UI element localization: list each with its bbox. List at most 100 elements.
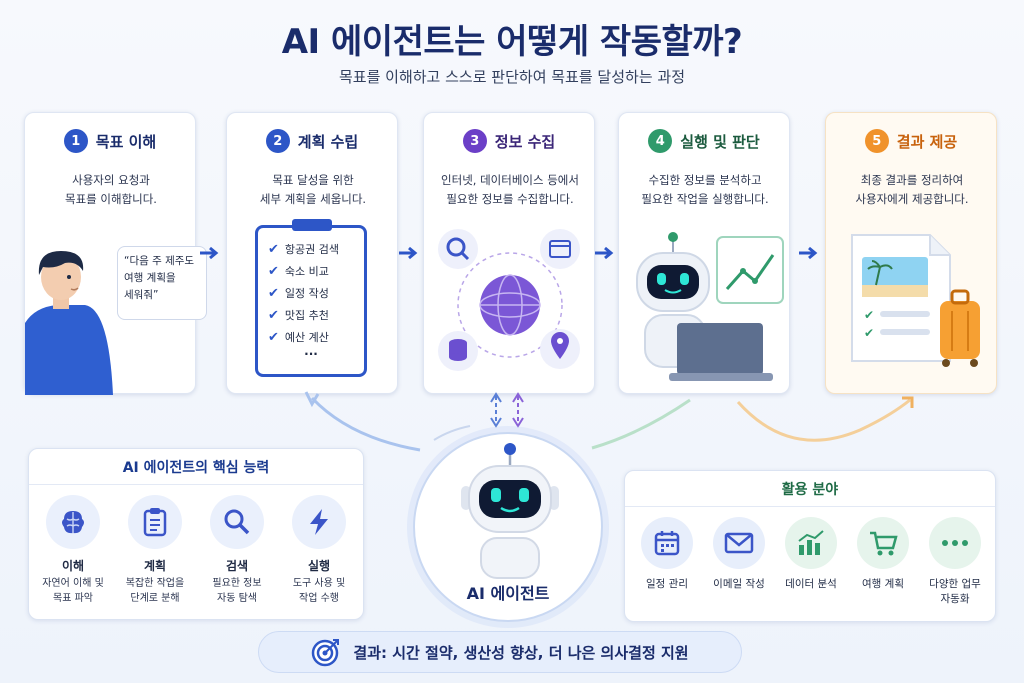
capability-desc-line: 도구 사용 및 <box>292 578 346 589</box>
check-icon: ✔ <box>268 307 279 323</box>
step-header-1: 1 목표 이해 <box>25 129 195 153</box>
speech-line3: 세워줘” <box>124 289 159 301</box>
step-desc-2-line2: 세부 계획을 세웁니다. <box>259 192 367 206</box>
use-case-email: 이메일 작성 <box>705 517 773 592</box>
arrow-right-icon <box>799 246 818 260</box>
checklist-item-label: 맛집 추천 <box>284 309 329 322</box>
use-case-label-line: 자동화 <box>940 593 970 605</box>
capability-desc-line: 복잡한 작업을 <box>125 578 185 589</box>
use-case-label-line: 여행 계획 <box>862 578 904 590</box>
step-desc-3-line2: 필요한 정보를 수집합니다. <box>446 192 574 206</box>
result-bar: 결과: 시간 절약, 생산성 향상, 더 나은 의사결정 지원 <box>258 631 742 673</box>
step-desc-5: 최종 결과를 정리하여 사용자에게 제공합니다. <box>832 171 992 209</box>
clipboard-icon <box>128 495 182 549</box>
check-icon: ✔ <box>268 241 279 257</box>
speech-line2: 여행 계획을 <box>124 272 176 284</box>
capability-desc-line: 단계로 분해 <box>130 593 180 604</box>
lightning-icon <box>292 495 346 549</box>
step-desc-5-line1: 최종 결과를 정리하여 <box>860 173 964 187</box>
step-number-1: 1 <box>63 129 88 153</box>
checklist-item-label: 항공권 검색 <box>284 243 340 256</box>
svg-text:✔: ✔ <box>864 308 874 322</box>
checklist-item-label: 숙소 비교 <box>284 265 329 278</box>
user-person-icon <box>25 251 113 395</box>
capability-desc-line: 필요한 정보 <box>212 578 262 589</box>
arrow-right-icon <box>595 246 614 260</box>
brain-icon <box>46 495 100 549</box>
search-icon <box>210 495 264 549</box>
step-desc-1-line2: 목표를 이해합니다. <box>65 192 157 206</box>
ai-agent-label: AI 에이전트 <box>466 584 550 603</box>
step-card-3: 3 정보 수집 인터넷, 데이터베이스 등에서 필요한 정보를 수집합니다. <box>423 112 595 394</box>
step-title-4: 실행 및 판단 <box>680 132 760 151</box>
step-card-4: 4 실행 및 판단 수집한 정보를 분석하고 필요한 작업을 실행합니다. <box>618 112 790 394</box>
result-text: 결과: 시간 절약, 생산성 향상, 더 나은 의사결정 지원 <box>353 643 689 662</box>
step-title-3: 정보 수집 <box>494 132 556 151</box>
checklist-item: ✔예산 계산 <box>258 326 364 348</box>
capability-desc-line: 자동 탐색 <box>217 593 257 604</box>
robot-laptop-illustration <box>636 232 784 381</box>
use-cases-title: 활용 분야 <box>625 471 995 507</box>
step-desc-3-line1: 인터넷, 데이터베이스 등에서 <box>441 173 579 187</box>
arrow-right-icon <box>399 246 418 260</box>
step-desc-3: 인터넷, 데이터베이스 등에서 필요한 정보를 수집합니다. <box>430 171 590 209</box>
mail-icon <box>713 517 765 569</box>
speech-line1: “다음 주 제주도 <box>124 255 195 267</box>
target-icon <box>312 639 340 667</box>
step-desc-4-line2: 필요한 작업을 실행합니다. <box>641 192 769 206</box>
checklist-item: ✔일정 작성 <box>258 282 364 304</box>
svg-text:✔: ✔ <box>864 326 874 340</box>
step-desc-2: 목표 달성을 위한 세부 계획을 세웁니다. <box>233 171 393 209</box>
result-document-illustration: ✔ ✔ <box>851 234 980 367</box>
step-title-2: 계획 수립 <box>297 132 359 151</box>
use-case-travel: 여행 계획 <box>849 517 917 592</box>
step-number-5: 5 <box>864 129 889 153</box>
step-card-2: 2 계획 수립 목표 달성을 위한 세부 계획을 세웁니다. ✔ 항공권 검색 ✔… <box>226 112 398 394</box>
use-case-label: 여행 계획 <box>849 577 917 592</box>
use-case-label-line: 다양한 업무 <box>929 578 981 590</box>
step-desc-5-line2: 사용자에게 제공합니다. <box>855 192 969 206</box>
checklist-item: ✔ 숙소 비교 <box>258 260 364 282</box>
use-case-label-line: 데이터 분석 <box>785 578 837 590</box>
checklist-item: ✔ 항공권 검색 <box>258 238 364 260</box>
ai-agent-circle: AI 에이전트 <box>413 432 603 622</box>
info-gathering-illustration <box>438 229 580 371</box>
check-icon: ✔ <box>268 263 279 279</box>
step-number-2: 2 <box>265 129 290 153</box>
step-title-5: 결과 제공 <box>896 132 958 151</box>
use-case-label: 데이터 분석 <box>777 577 845 592</box>
step-desc-4: 수집한 정보를 분석하고 필요한 작업을 실행합니다. <box>625 171 785 209</box>
capability-name: 계획 <box>143 559 167 573</box>
capability-desc-line: 작업 수행 <box>299 593 339 604</box>
checklist-more: ... <box>304 344 318 358</box>
chart-icon <box>785 517 837 569</box>
capability-desc-line: 목표 파악 <box>53 593 93 604</box>
step-header-2: 2 계획 수립 <box>227 129 397 153</box>
use-case-label: 이메일 작성 <box>705 577 773 592</box>
cart-icon <box>857 517 909 569</box>
use-case-data: 데이터 분석 <box>777 517 845 592</box>
checklist-item-label: 일정 작성 <box>284 287 329 300</box>
capability-name: 검색 <box>225 559 249 573</box>
checklist-item: ✔ 맛집 추천 <box>258 304 364 326</box>
step-header-3: 3 정보 수집 <box>424 129 594 153</box>
capability-name: 이해 <box>61 559 85 573</box>
more-icon <box>929 517 981 569</box>
step-desc-4-line1: 수집한 정보를 분석하고 <box>648 173 762 187</box>
check-icon: ✔ <box>268 329 279 345</box>
step-desc-1: 사용자의 요청과 목표를 이해합니다. <box>31 171 191 209</box>
page-subtitle: 목표를 이해하고 스스로 판단하여 목표를 달성하는 과정 <box>338 68 685 86</box>
connector-arrows <box>304 391 914 452</box>
capabilities-title: AI 에이전트의 핵심 능력 <box>29 449 363 485</box>
page-title: AI 에이전트는 어떻게 작동할까? <box>281 22 743 62</box>
use-case-label-line: 이메일 작성 <box>713 578 765 590</box>
